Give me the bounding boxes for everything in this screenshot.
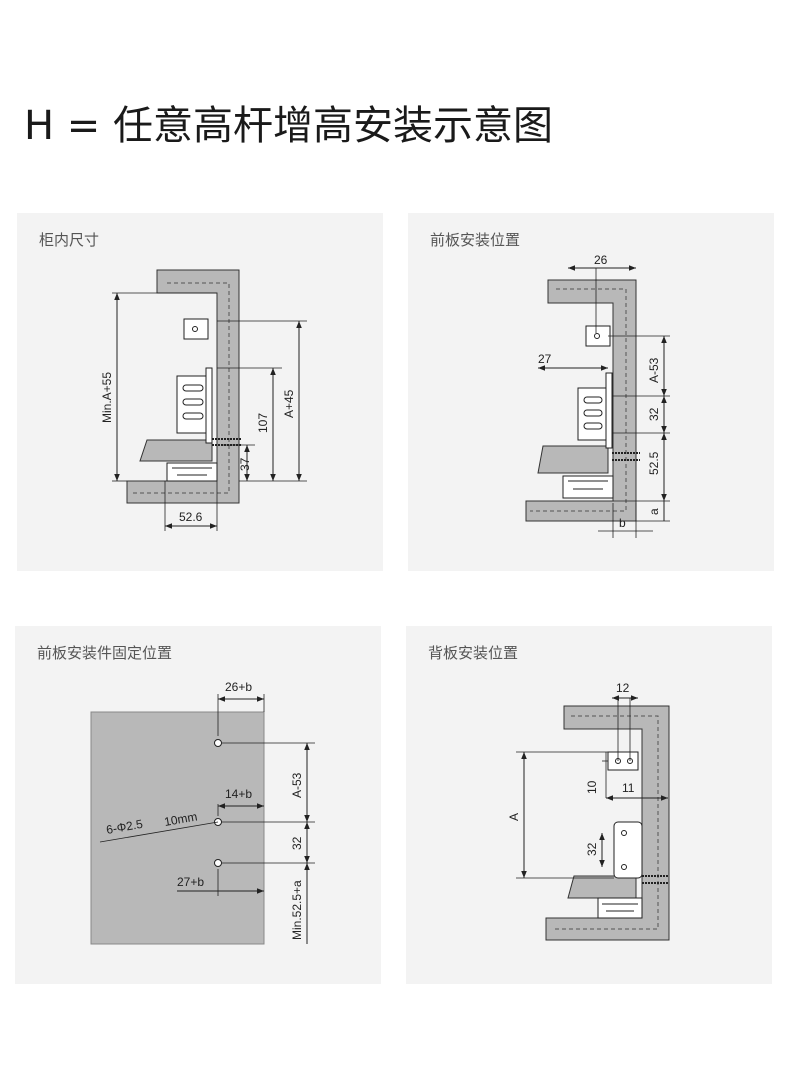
dim-a53: A-53 [647,357,661,383]
dim-32: 32 [585,842,599,856]
cabinet-size-diagram: Min.A+55 A+45 107 37 52.6 [100,269,307,531]
dim-32: 32 [290,836,304,850]
dim-a53: A-53 [290,772,304,798]
dim-52-5: 52.5 [647,451,661,475]
dim-26: 26 [594,253,608,267]
dim-27b: 27+b [177,875,204,889]
dim-11: 11 [622,781,635,795]
dim-12: 12 [616,681,630,695]
panel-label: 背板安装位置 [428,644,519,662]
front-fitting-diagram: 26+b 14+b 27+b A-53 32 Min.52.5+a 6-Φ2.5… [90,680,315,945]
panel-label: 前板安装位置 [430,231,521,249]
dim-a: A [507,813,521,821]
panel-label: 柜内尺寸 [39,231,100,249]
dim-37: 37 [238,457,252,471]
dim-27: 27 [538,352,552,366]
dim-107: 107 [256,413,270,433]
dim-26b: 26+b [225,680,252,694]
dim-10: 10 [585,780,599,794]
dim-52-6: 52.6 [179,510,203,524]
dim-14b: 14+b [225,787,252,801]
dim-min-52-5a: Min.52.5+a [290,880,304,940]
panel-back-board-position: 背板安装位置 12 10 11 32 A [406,626,772,984]
dim-a45: A+45 [282,389,296,418]
dim-min-a55: Min.A+55 [100,372,114,423]
dim-a: a [647,508,661,515]
front-board-diagram: 26 27 A-53 32 52.5 a b [525,253,670,538]
panel-front-fitting-fix-position: 前板安装件固定位置 26+b 14+b 27+b A-53 32 Min.52.… [15,626,381,984]
hole-depth: 10mm [163,809,198,829]
hole-spec: 6-Φ2.5 [105,817,144,837]
dim-b: b [619,516,626,530]
panel-label: 前板安装件固定位置 [37,644,173,662]
panel-front-board-position: 前板安装位置 26 27 A-53 3 [408,213,774,571]
dim-32: 32 [647,407,661,421]
panel-cabinet-inner-size: 柜内尺寸 Min.A+ [17,213,383,571]
page-title: H = 任意高杆增高安装示意图 [24,103,554,149]
back-board-diagram: 12 10 11 32 A [507,681,670,941]
